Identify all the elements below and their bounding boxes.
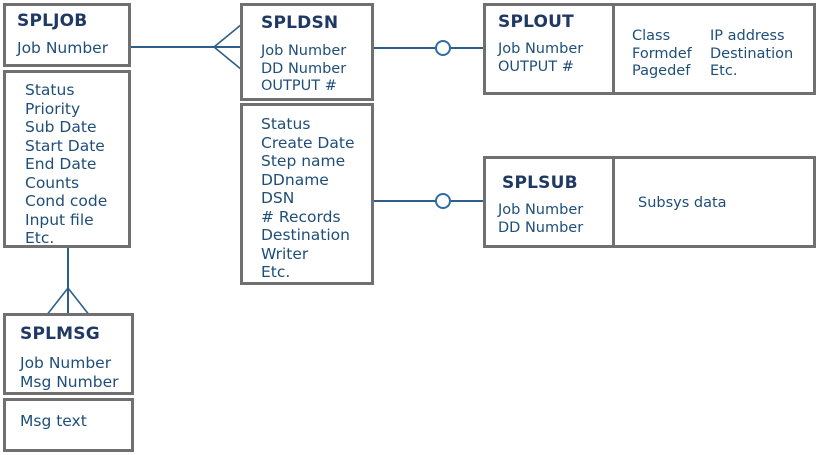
attribute-item: Status xyxy=(261,115,311,133)
splsub-column-divider xyxy=(612,159,615,245)
splout-column-divider xyxy=(612,6,615,92)
attribute-item: Status xyxy=(25,81,75,99)
entity-splsub-title: SPLSUB xyxy=(502,173,578,193)
attribute-item: Sub Date xyxy=(25,118,97,136)
entity-spldsn-title: SPLDSN xyxy=(261,13,339,33)
attribute-item: Class xyxy=(632,28,671,44)
attribute-item: Writer xyxy=(261,244,309,263)
attribute-item: Pagedef xyxy=(632,63,691,79)
attribute-item: Step name xyxy=(261,152,346,170)
entity-splmsg-attributes[interactable]: Msg text xyxy=(3,398,134,452)
key-item: OUTPUT # xyxy=(261,78,337,94)
key-item: Msg Number xyxy=(20,372,119,391)
key-item: DD Number xyxy=(261,60,347,77)
connector-spldsn-splsub xyxy=(374,200,486,202)
attribute-item: Etc. xyxy=(25,229,55,247)
crowsfoot-splmsg-icon xyxy=(45,286,91,317)
attribute-item: Destination xyxy=(261,226,350,244)
splout-attribute-column-1: Class Formdef Pagedef xyxy=(632,28,692,81)
entity-splout-title: SPLOUT xyxy=(498,12,574,32)
attribute-item: End Date xyxy=(25,155,97,173)
attribute-item: Subsys data xyxy=(638,195,727,211)
entity-splsub[interactable]: SPLSUB Job Number DD Number Subsys data xyxy=(483,156,816,248)
entity-spljob-title: SPLJOB xyxy=(17,11,88,31)
entity-splmsg-title: SPLMSG xyxy=(20,324,100,344)
attribute-item: # Records xyxy=(261,207,341,226)
attribute-item: Etc. xyxy=(261,263,291,281)
key-item: Job Number xyxy=(498,41,584,57)
attribute-item: Start Date xyxy=(25,136,105,155)
key-item: DD Number xyxy=(498,219,584,236)
entity-spldsn-attributes[interactable]: Status Create Date Step name DDname DSN … xyxy=(240,103,374,285)
attribute-item: Input file xyxy=(25,210,94,229)
attribute-item: Formdef xyxy=(632,45,692,62)
cardinality-circle-splsub-icon xyxy=(435,193,451,209)
entity-spljob-attributes[interactable]: Status Priority Sub Date Start Date End … xyxy=(3,70,131,248)
splsub-attribute-column-1: Subsys data xyxy=(638,195,727,213)
key-item: Job Number xyxy=(20,354,112,372)
cardinality-circle-splout-icon xyxy=(435,40,451,56)
entity-splout[interactable]: SPLOUT Job Number OUTPUT # Class Formdef… xyxy=(483,3,816,95)
attribute-item: Destination xyxy=(710,45,794,62)
connector-spljob-spldsn xyxy=(130,46,240,48)
attribute-item: Create Date xyxy=(261,133,355,152)
attribute-item: IP address xyxy=(710,28,785,44)
attribute-item: Cond code xyxy=(25,192,108,210)
connector-spldsn-splout xyxy=(374,47,486,49)
attribute-item: DDname xyxy=(261,170,329,189)
crowsfoot-spldsn-icon xyxy=(212,23,243,71)
attribute-item: Msg text xyxy=(20,412,87,430)
attribute-item: Etc. xyxy=(710,63,738,79)
attribute-item: Counts xyxy=(25,173,80,192)
entity-spljob-key: Job Number xyxy=(17,39,109,57)
entity-spldsn-header[interactable]: SPLDSN Job Number DD Number OUTPUT # xyxy=(240,3,374,101)
attribute-item: Priority xyxy=(25,99,81,118)
entity-splmsg-header[interactable]: SPLMSG Job Number Msg Number xyxy=(3,313,134,395)
splout-attribute-column-2: IP address Destination Etc. xyxy=(710,28,793,81)
entity-spljob-header[interactable]: SPLJOB Job Number xyxy=(3,3,131,67)
key-item: OUTPUT # xyxy=(498,58,574,75)
connector-spljob-splmsg xyxy=(67,248,69,316)
attribute-item: DSN xyxy=(261,189,295,207)
key-item: Job Number xyxy=(498,202,584,218)
key-item: Job Number xyxy=(261,43,347,59)
